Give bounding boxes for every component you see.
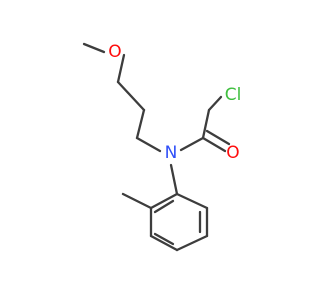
bond-nitrogen-aryl	[169, 163, 179, 196]
bond-ch2-2-ch2-3	[135, 108, 146, 140]
diagram-background	[0, 0, 300, 300]
ring-inner-double-3	[153, 199, 175, 214]
bond-oxygen-ch2-1	[116, 53, 126, 84]
ring-bond-1	[175, 192, 209, 210]
bond-methyl-oxygen	[82, 42, 106, 54]
atom-label-oxygen-carbonyl: O	[226, 143, 239, 163]
bond-ch2-chlorine	[207, 95, 223, 112]
molecule-structure-diagram: O N O Cl	[0, 0, 300, 300]
atom-label-chlorine: Cl	[225, 85, 242, 105]
bond-nitrogen-carbonyl-carbon	[179, 136, 205, 152]
atom-label-nitrogen: N	[165, 143, 178, 163]
ring-inner-double-2	[153, 232, 175, 246]
ring-bond-6	[149, 192, 179, 210]
atom-label-oxygen-ether: O	[108, 42, 121, 62]
bond-ch2-1-ch2-2	[116, 80, 146, 112]
ring-bond-4	[149, 234, 179, 252]
ring-bond-3	[175, 234, 209, 252]
bond-carbonyl-double-1	[201, 136, 227, 153]
bond-ring-methyl	[121, 192, 153, 210]
bond-ch2-3-nitrogen	[135, 136, 162, 153]
bond-carbonyl-ch2	[201, 108, 211, 140]
bond-carbonyl-double-2	[205, 129, 231, 146]
